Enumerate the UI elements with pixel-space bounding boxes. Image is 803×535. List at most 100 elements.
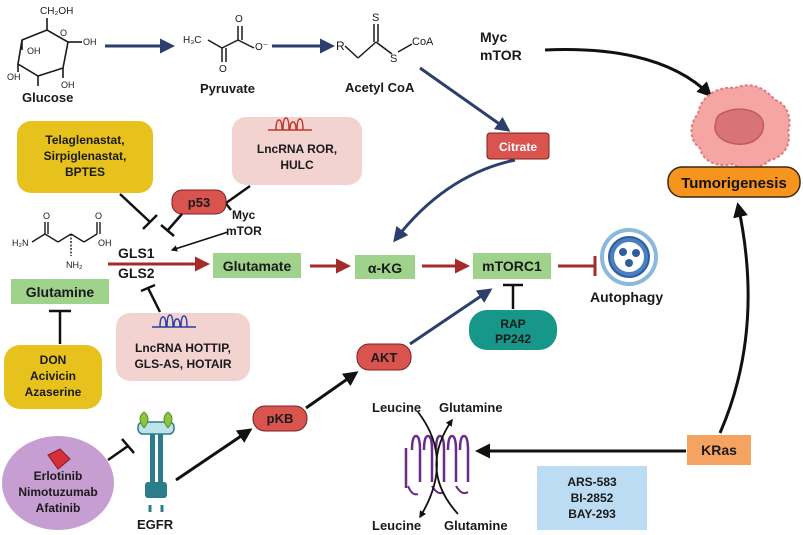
- mtor-mid-label: mTOR: [226, 224, 262, 238]
- gls-inhibitor-3: BPTES: [65, 165, 105, 179]
- lncrna-top-box: LncRNA ROR, HULC: [232, 117, 362, 185]
- drug-pill-icon: [47, 448, 71, 470]
- inhibit-gls-from-p53: [160, 213, 183, 237]
- glutamine-inhibitor-3: Azaserine: [25, 385, 82, 399]
- inhibit-autophagy: [558, 256, 597, 276]
- inhibit-gls-from-lncrna-bottom: [140, 283, 162, 313]
- egfr-inhibitor-1: Erlotinib: [34, 469, 83, 483]
- glutamine-label: Glutamine: [26, 284, 95, 300]
- pyruvate-label: Pyruvate: [200, 81, 255, 96]
- myc-top-label: Myc: [480, 29, 507, 45]
- glucose-oh-label-4: OH: [61, 80, 75, 90]
- arrow-citrate-akg: [393, 158, 516, 243]
- arrow-kras-tumorigenesis: [718, 202, 750, 434]
- autophagy-icon: [600, 228, 658, 286]
- lncrna-icon-2: [152, 314, 196, 328]
- arrow-myc-gls: [170, 231, 229, 252]
- glutamine-node: Glutamine: [11, 279, 109, 304]
- acetylcoa-structure: [344, 24, 413, 59]
- transporter-leucine-top: Leucine: [372, 400, 421, 415]
- gls1-label: GLS1: [118, 245, 155, 261]
- inhibit-egfr: [107, 438, 135, 462]
- autophagy-label: Autophagy: [590, 289, 663, 305]
- citrate-label: Citrate: [499, 140, 537, 154]
- acetylcoa-label: Acetyl CoA: [345, 80, 415, 95]
- mtor-inhibitor-2: PP242: [495, 332, 531, 346]
- egfr-inhibitor-3: Afatinib: [36, 501, 81, 515]
- citrate-node: Citrate: [486, 132, 550, 160]
- kras-inhibitor-3: BAY-293: [568, 507, 616, 521]
- mtorc1-label: mTORC1: [482, 258, 542, 274]
- akt-label: AKT: [371, 350, 398, 365]
- egfr-inhibitor-2: Nimotuzumab: [18, 485, 97, 499]
- pyruvate-structure: [207, 26, 255, 62]
- glutamine-o-1: O: [43, 211, 50, 221]
- tumorigenesis-label: Tumorigenesis: [681, 175, 787, 192]
- pyruvate-o-top: O: [235, 14, 243, 25]
- mtor-top-label: mTOR: [480, 47, 522, 63]
- tumorigenesis-pill: Tumorigenesis: [667, 166, 801, 198]
- cell-icon: [690, 84, 791, 170]
- glutamine-structure: [31, 222, 101, 256]
- akg-node: α-KG: [355, 255, 415, 279]
- glutamine-o-2: O: [95, 211, 102, 221]
- kras-inhibitor-2: BI-2852: [571, 491, 614, 505]
- lncrna-top-2: HULC: [280, 158, 314, 172]
- acetylcoa-r: R: [336, 39, 345, 53]
- glucose-structure: [17, 18, 82, 86]
- glutamine-nh2: NH₂: [66, 260, 83, 270]
- pyruvate-h3c: H₃C: [183, 35, 202, 46]
- lncrna-bottom-1: LncRNA HOTTIP,: [135, 341, 231, 355]
- glucose-oh-label-2: OH: [83, 37, 97, 47]
- kras-inhibitor-1: ARS-583: [567, 475, 617, 489]
- gls-inhibitor-box: Telaglenastat, Sirpiglenastat, BPTES: [17, 121, 153, 193]
- p53-label: p53: [188, 195, 210, 210]
- egfr-inhibitor-box: Erlotinib Nimotuzumab Afatinib: [2, 436, 114, 530]
- kras-label: KRas: [701, 442, 737, 458]
- transporter-leucine-bottom: Leucine: [372, 518, 421, 533]
- glucose-label: Glucose: [22, 90, 73, 105]
- arrow-acetylcoa-citrate: [419, 66, 511, 132]
- arrow-akt-mtorc1: [409, 288, 493, 346]
- egfr-receptor-icon: [137, 411, 175, 512]
- glucose-o-label: O: [60, 28, 67, 38]
- glutamine-h2n: H₂N: [12, 238, 29, 248]
- lncrna-bottom-2: GLS-AS, HOTAIR: [134, 357, 231, 371]
- arrow-egfr-pkb: [175, 428, 253, 482]
- kras-node: KRas: [687, 435, 751, 465]
- glucose-ch2oh-label: CH₂OH: [40, 6, 73, 17]
- gls-inhibitor-2: Sirpiglenastat,: [44, 149, 127, 163]
- acetylcoa-coa: CoA: [412, 36, 434, 48]
- lncrna-icon: [268, 117, 312, 131]
- pkb-label: pKB: [267, 411, 294, 426]
- p53-node: p53: [171, 189, 227, 215]
- mtorc1-node: mTORC1: [473, 253, 551, 279]
- akt-node: AKT: [356, 343, 412, 371]
- glutamine-inhibitor-1: DON: [40, 353, 67, 367]
- akg-label: α-KG: [368, 260, 402, 276]
- glucose-oh-label-3: OH: [7, 72, 21, 82]
- mtor-inhibitor-box: RAP PP242: [469, 310, 557, 350]
- gls2-label: GLS2: [118, 265, 155, 281]
- lncrna-bottom-box: LncRNA HOTTIP, GLS-AS, HOTAIR: [116, 313, 250, 381]
- glutamine-inhibitor-box: DON Acivicin Azaserine: [4, 345, 102, 409]
- pyruvate-o-minus: O⁻: [255, 42, 268, 53]
- inhibit-mtorc1-from-rap: [503, 283, 523, 309]
- acetylcoa-s: S: [390, 53, 397, 65]
- glutamate-node: Glutamate: [213, 253, 301, 278]
- transporter-glutamine-top: Glutamine: [439, 400, 503, 415]
- glutamate-label: Glutamate: [223, 258, 292, 274]
- inhibit-gls-from-drugs: [119, 193, 158, 230]
- egfr-label: EGFR: [137, 517, 174, 532]
- arrow-pkb-akt: [305, 371, 359, 410]
- mtor-inhibitor-1: RAP: [500, 317, 525, 331]
- glutamine-oh: OH: [98, 238, 112, 248]
- pkb-node: pKB: [252, 405, 308, 432]
- glucose-oh-label-1: OH: [27, 46, 41, 56]
- kras-inhibitor-box: ARS-583 BI-2852 BAY-293: [537, 466, 647, 530]
- transporter-glutamine-bottom: Glutamine: [444, 518, 508, 533]
- arrow-glutamine-transport: [435, 418, 459, 515]
- arrow-myc-tumor-cell: [544, 48, 713, 98]
- pyruvate-o-bottom: O: [219, 64, 227, 75]
